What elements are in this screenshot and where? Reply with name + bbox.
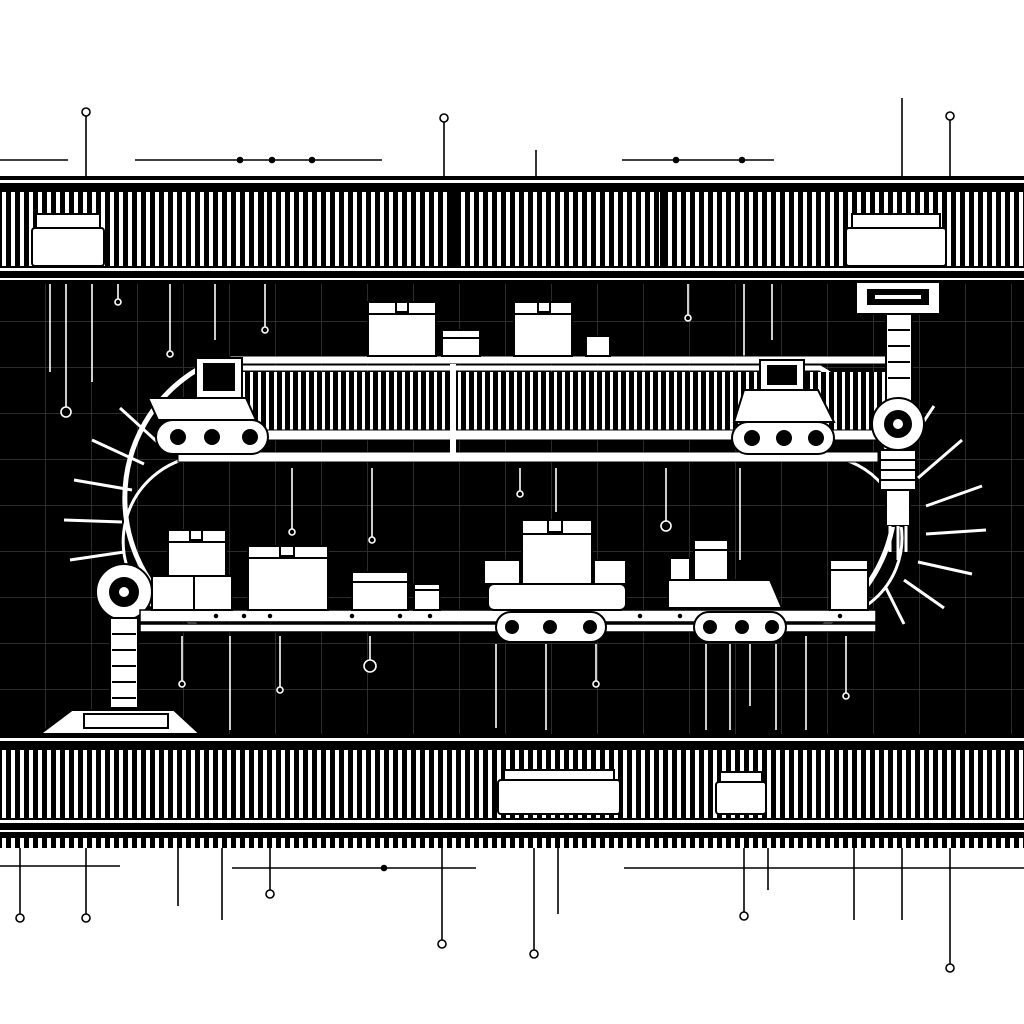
- left-cart: [146, 357, 269, 455]
- lower-conveyor-rail: [0, 734, 1024, 848]
- right-robotic-arm: [855, 281, 941, 560]
- grid-field: [0, 284, 1024, 734]
- hanging-sensors: [49, 284, 850, 730]
- upper-boxes: [367, 301, 611, 357]
- right-lower-cart: [667, 539, 787, 643]
- top-annotation-lines: [0, 98, 955, 178]
- lower-rail-bin: [715, 771, 767, 815]
- bottom-annotation-lines: [0, 848, 1024, 973]
- upper-rail-bin: [845, 213, 947, 267]
- lower-boxes: [151, 529, 869, 611]
- lower-rail-bin: [497, 769, 621, 815]
- upper-conveyor-rail: [0, 176, 1024, 284]
- left-robotic-arm: [37, 563, 203, 735]
- upper-rail-bin: [31, 213, 105, 267]
- center-cart: [483, 519, 627, 643]
- right-cart: [731, 359, 836, 455]
